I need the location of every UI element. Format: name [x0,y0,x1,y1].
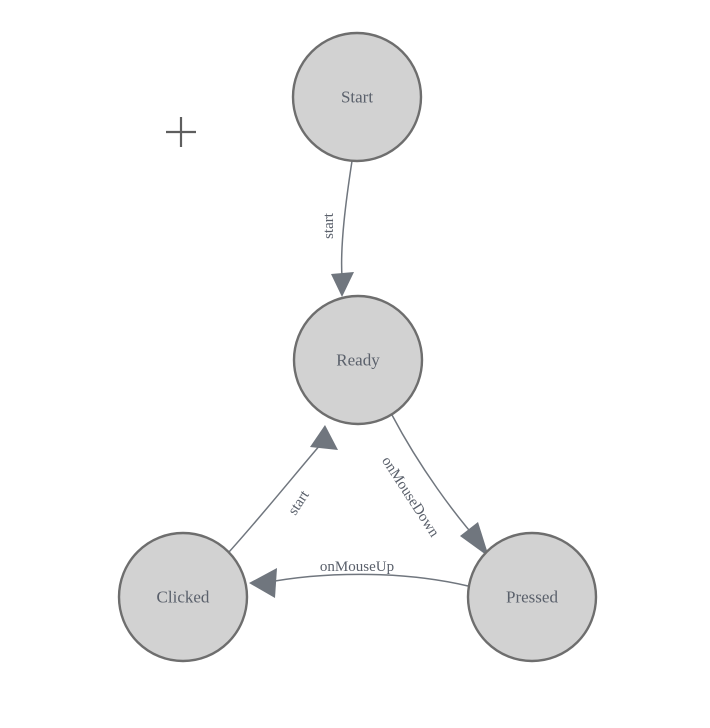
node-pressed[interactable]: Pressed [466,531,598,663]
edge-pressed-to-clicked[interactable]: onMouseUp [249,559,469,598]
node-clicked[interactable]: Clicked [117,531,249,663]
edge-pressed-to-clicked-path [263,573,469,587]
node-ready-label: Ready [336,351,380,370]
edge-start-to-ready[interactable]: start [321,160,354,297]
node-pressed-label: Pressed [506,588,558,607]
node-pressed-circle[interactable] [466,531,598,663]
edge-label-pressed-to-clicked: onMouseUp [320,559,394,575]
edge-clicked-to-ready-arrowhead [310,425,338,450]
edge-label-clicked-to-ready: start [285,487,313,518]
node-ready-circle[interactable] [292,294,424,426]
edge-ready-to-pressed[interactable]: onMouseDown [378,414,489,557]
edge-clicked-to-ready-path [228,436,328,553]
edge-start-to-ready-arrowhead [331,272,354,297]
node-start-label: Start [341,88,373,107]
edge-clicked-to-ready[interactable]: start [228,425,338,553]
plus-marker [166,117,196,147]
node-clicked-circle[interactable] [117,531,249,663]
edge-pressed-to-clicked-arrowhead [249,568,277,598]
node-clicked-label: Clicked [157,588,210,607]
edge-label-ready-to-pressed: onMouseDown [378,454,442,541]
edge-label-start-to-ready: start [321,212,337,239]
node-start-circle[interactable] [291,31,423,163]
node-ready[interactable]: Ready [292,294,424,426]
edge-start-to-ready-path [340,160,353,278]
edge-ready-to-pressed-arrowhead [460,522,489,557]
node-start[interactable]: Start [291,31,423,163]
